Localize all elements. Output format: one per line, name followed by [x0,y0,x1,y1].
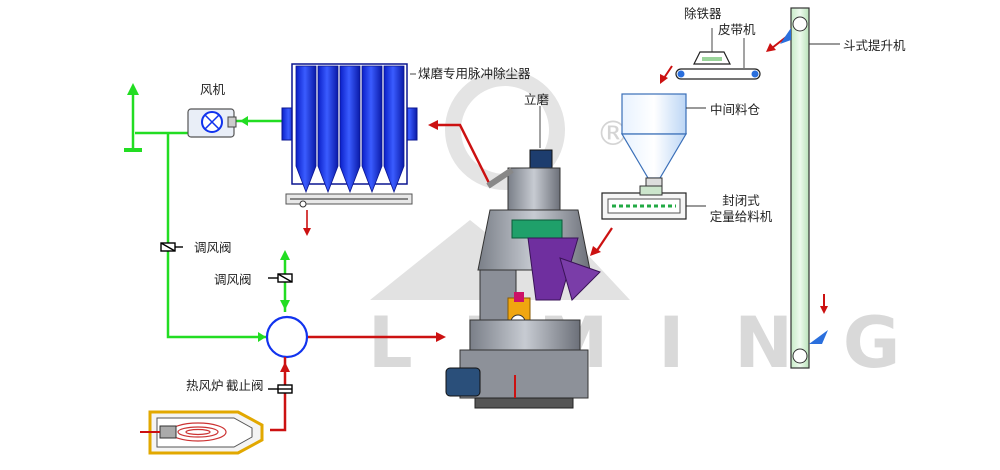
label-intermediate-bin: 中间料仓 [710,102,761,117]
air-arrows [124,83,290,342]
hot-air-pipes [270,335,440,432]
damper-valve-1-symbol [160,242,183,252]
label-dust-collector: 煤磨专用脉冲除尘器 [418,66,531,81]
label-damper-valve-1: 调风阀 [194,240,232,255]
label-bucket-elevator: 斗式提升机 [843,38,906,53]
label-belt-conveyor: 皮带机 [718,22,756,37]
label-vertical-mill: 立磨 [524,92,550,107]
mill-to-collector-arrow [428,120,492,186]
label-hot-air-furnace: 热风炉 [186,378,224,393]
dust-collector [281,63,418,208]
label-shutoff-valve: 截止阀 [226,378,264,393]
fan [187,108,237,138]
filter-bag [383,65,405,194]
filter-bag [317,65,339,194]
shutoff-valve-symbol [268,384,293,394]
leader-lines [410,28,745,207]
filter-bag [295,65,317,194]
label-closed-feeder-line2: 定量给料机 [709,209,773,224]
label-iron-remover: 除铁器 [684,6,722,21]
belt-conveyor [675,68,761,80]
mixing-chamber [265,315,309,359]
label-closed-feeder: 封闭式 定量给料机 [708,193,774,225]
iron-remover [693,51,731,65]
hot-air-arrows [280,332,446,372]
filter-bag [339,65,361,194]
intermediate-bin [620,93,688,187]
label-damper-valve-2: 调风阀 [214,272,252,287]
filter-bag [361,65,383,194]
dust-collector-outlet-arrow [303,210,311,236]
bucket-elevator [780,7,840,369]
vertical-mill [445,149,601,409]
feeder-to-mill-arrow [590,227,613,256]
closed-feeder [601,185,687,220]
hot-air-furnace [140,410,264,455]
damper-valve-2-symbol [268,273,293,283]
elevator-down-arrow [820,294,828,314]
label-closed-feeder-line1: 封闭式 [722,193,760,208]
label-fan: 风机 [200,82,226,97]
